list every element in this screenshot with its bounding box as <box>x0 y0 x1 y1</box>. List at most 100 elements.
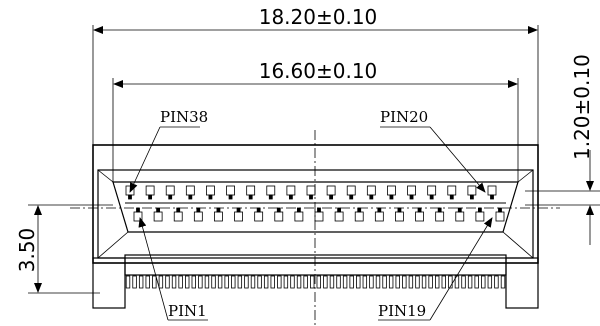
upper-pin-contact <box>427 185 437 196</box>
lower-pin-tail <box>276 207 281 213</box>
connector-body <box>92 144 539 309</box>
lower-pin-contact <box>314 211 324 222</box>
solder-tail <box>277 275 282 289</box>
solder-tail <box>290 275 295 289</box>
lower-pin-tail <box>176 207 181 213</box>
upper-pin-tail <box>389 194 394 200</box>
upper-pin-contact <box>286 185 296 196</box>
upper-pin-tail <box>349 194 354 200</box>
lower-pin-contact <box>294 211 304 222</box>
lower-pin-contact <box>415 211 424 222</box>
upper-pin-tail <box>429 194 434 200</box>
solder-tail <box>138 275 144 289</box>
solder-tail <box>310 275 315 289</box>
centerlines <box>70 130 560 326</box>
upper-pin-tail <box>168 194 173 200</box>
solder-tail <box>296 275 302 289</box>
lower-pin-contact <box>455 211 465 222</box>
upper-pin-tail <box>369 194 374 200</box>
solder-tail <box>467 275 473 289</box>
upper-pin-contact <box>366 185 376 196</box>
solder-tail <box>461 275 466 289</box>
solder-tail <box>441 275 446 289</box>
upper-pin-contact <box>387 185 396 196</box>
solder-tail <box>415 275 420 289</box>
upper-pin-contact <box>206 185 215 196</box>
solder-tail <box>342 275 348 289</box>
solder-tail <box>191 275 196 289</box>
lower-pin-contact <box>214 211 223 222</box>
upper-pin-contact <box>226 185 235 196</box>
lower-pin-contact <box>475 211 485 222</box>
solder-tail <box>356 275 361 289</box>
upper-pin-tail <box>128 194 132 200</box>
solder-tail <box>303 275 308 289</box>
solder-tail <box>408 275 414 289</box>
upper-pin-contact <box>326 185 336 196</box>
lower-pin-tail <box>296 207 301 213</box>
solder-tail <box>217 275 223 289</box>
solder-tail <box>132 275 137 289</box>
height-label: 1.20±0.10 <box>570 54 594 160</box>
solder-tail <box>336 275 341 289</box>
lower-pin-tail <box>256 207 261 213</box>
pin38-leader <box>129 126 161 193</box>
solder-tail <box>382 275 387 289</box>
overall-width-label: 18.20±0.10 <box>259 5 378 29</box>
upper-pin-tail <box>329 194 334 200</box>
solder-tail <box>448 275 453 289</box>
pin20-leader <box>429 126 486 193</box>
solder-tail <box>362 275 368 289</box>
solder-tail <box>329 275 335 289</box>
upper-pin-tail <box>469 194 474 200</box>
upper-pin-contact <box>266 185 276 196</box>
lower-pin-tail <box>216 207 221 213</box>
lower-pin-contact <box>153 211 163 222</box>
solder-tail <box>316 275 321 289</box>
solder-tail <box>165 275 170 289</box>
solder-tail <box>402 275 407 289</box>
lower-pin-contact <box>193 211 203 222</box>
solder-tail <box>435 275 440 289</box>
lower-pin-tail <box>437 207 442 213</box>
pin-rows <box>125 185 506 289</box>
pin19-leader <box>429 217 493 321</box>
lower-pin-tail <box>156 207 161 213</box>
solder-tail <box>237 275 243 289</box>
lower-pin-tail <box>477 207 482 213</box>
lower-pin-contact <box>354 211 364 222</box>
lower-pin-contact <box>254 211 264 222</box>
upper-pin-tail <box>309 194 313 200</box>
solder-tail <box>388 275 394 289</box>
upper-pin-tail <box>409 194 414 200</box>
upper-pin-contact <box>306 185 316 196</box>
lower-pin-tail <box>236 207 241 213</box>
lower-pin-tail <box>417 207 422 213</box>
upper-pin-contact <box>487 185 497 196</box>
solder-tail <box>283 275 289 289</box>
upper-pin-tail <box>248 194 253 200</box>
solder-tail <box>185 275 190 289</box>
upper-pin-tail <box>208 194 213 200</box>
solder-tail <box>421 275 427 289</box>
upper-pin-tail <box>268 194 273 200</box>
upper-pin-tail <box>490 194 494 200</box>
dimension-lines <box>34 26 594 293</box>
solder-tail <box>178 275 183 289</box>
pin-span-label: 16.60±0.10 <box>259 59 378 83</box>
solder-tail <box>323 275 328 289</box>
lower-pin-tail <box>196 207 201 213</box>
lower-pin-tail <box>498 207 502 213</box>
solder-tail <box>500 275 506 289</box>
solder-tail <box>428 275 433 289</box>
pin1-label: PIN1 <box>168 302 207 320</box>
solder-tail <box>152 275 157 289</box>
pin1-leader <box>138 217 169 321</box>
side-dimension-label: 3.50 <box>15 228 39 273</box>
upper-pin-contact <box>467 185 477 196</box>
lower-pin-tail <box>377 207 382 213</box>
upper-pin-tail <box>148 194 153 200</box>
solder-tail <box>481 275 486 289</box>
upper-pin-tail <box>288 194 293 200</box>
solder-tail <box>244 275 249 289</box>
